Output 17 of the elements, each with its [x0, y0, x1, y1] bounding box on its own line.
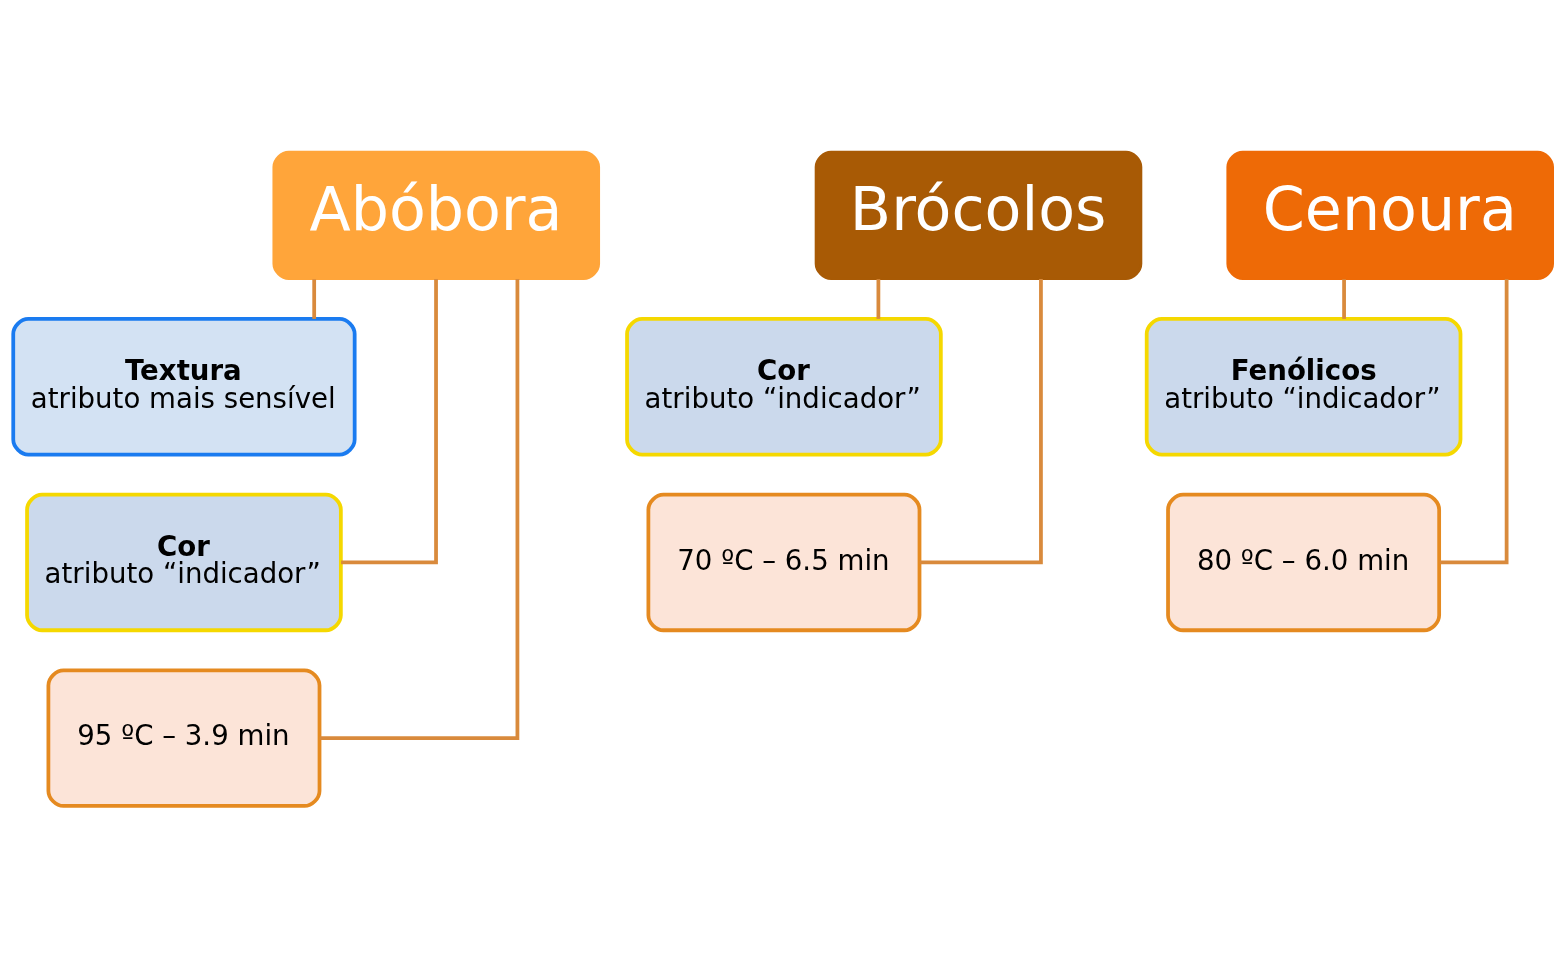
- connector: [341, 279, 438, 565]
- node-box: Fenólicos atributo “indicador”: [1144, 317, 1463, 457]
- connector: [876, 279, 881, 319]
- node-box: Cor atributo “indicador”: [25, 492, 343, 633]
- node-box: 70 ºC – 6.5 min: [646, 492, 922, 633]
- node-box: 95 ºC – 3.9 min: [46, 668, 322, 808]
- connector: [1342, 279, 1346, 319]
- connector: [319, 279, 520, 741]
- node-box: Abóbora: [272, 150, 601, 281]
- node-box: Textura atributo mais sensível: [11, 317, 357, 457]
- node-box: Cenoura: [1226, 150, 1554, 281]
- connector: [1439, 279, 1509, 565]
- connector: [312, 279, 317, 319]
- connector: [919, 279, 1043, 565]
- node-box: Cor atributo “indicador”: [625, 317, 943, 457]
- node-box: Brócolos: [814, 150, 1143, 281]
- node-box: 80 ºC – 6.0 min: [1166, 492, 1442, 633]
